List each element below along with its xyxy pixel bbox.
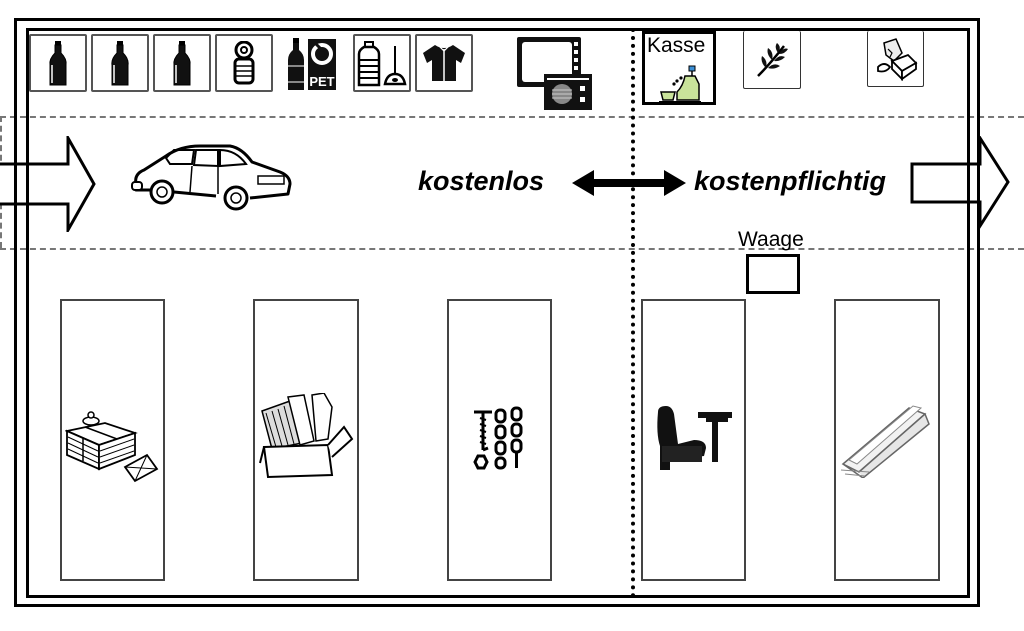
shirt-icon (421, 43, 467, 83)
container-cardboard[interactable] (253, 299, 359, 581)
lane-bottom-line (0, 248, 1024, 250)
container-bulky-waste[interactable] (641, 299, 746, 581)
oil-canister-icon (357, 38, 407, 88)
bottle-icon (47, 39, 69, 87)
pet-slot[interactable]: PET (284, 36, 340, 92)
electronics-icon (514, 34, 594, 112)
zone-divider (631, 28, 635, 598)
vehicle (130, 140, 296, 212)
paid-zone-label: kostenpflichtig (694, 166, 887, 196)
paper-bundle-icon (63, 393, 161, 488)
svg-text:PET: PET (309, 74, 334, 89)
container-wood[interactable] (834, 299, 940, 581)
glass-bottle-slot-3[interactable] (153, 34, 211, 92)
clothing-slot[interactable] (415, 34, 473, 92)
tin-can-slot[interactable] (215, 34, 273, 92)
entry-arrow (0, 132, 100, 237)
zone-boundary-arrow (570, 168, 688, 203)
container-scrap-metal[interactable] (447, 299, 552, 581)
kasse-label: Kasse (647, 34, 706, 57)
cash-register-icon (659, 64, 705, 109)
rubble-icon (874, 37, 918, 81)
bottle-icon (171, 39, 193, 87)
lane-top-line (0, 116, 1024, 118)
exit-arrow (910, 132, 1010, 237)
outer-frame-right-edge (977, 18, 980, 607)
scale[interactable] (746, 254, 800, 294)
outer-frame-left-edge (14, 18, 17, 607)
inner-frame-left-edge (26, 28, 29, 598)
bottle-icon (109, 39, 131, 87)
bulky-furniture-icon (654, 404, 734, 477)
container-paper[interactable] (60, 299, 165, 581)
electronics-slot[interactable] (514, 34, 594, 112)
glass-bottle-slot-1[interactable] (29, 34, 87, 92)
oil-canister-slot[interactable] (353, 34, 411, 92)
inner-frame-right-edge (967, 28, 970, 598)
car-icon (130, 140, 296, 212)
rubble-slot[interactable] (867, 31, 924, 87)
tin-can-icon (232, 41, 256, 85)
pet-bottle-icon: PET (284, 36, 340, 92)
cash-register-slot[interactable]: Kasse (642, 31, 716, 105)
green-waste-slot[interactable] (743, 31, 801, 89)
green-waste-icon (752, 40, 792, 80)
scale-label: Waage (738, 228, 804, 251)
free-zone-label: kostenlos (418, 166, 545, 196)
wood-icon (839, 398, 935, 483)
cardboard-box-icon (258, 391, 354, 488)
scrap-metal-icon (470, 406, 530, 475)
glass-bottle-slot-2[interactable] (91, 34, 149, 92)
